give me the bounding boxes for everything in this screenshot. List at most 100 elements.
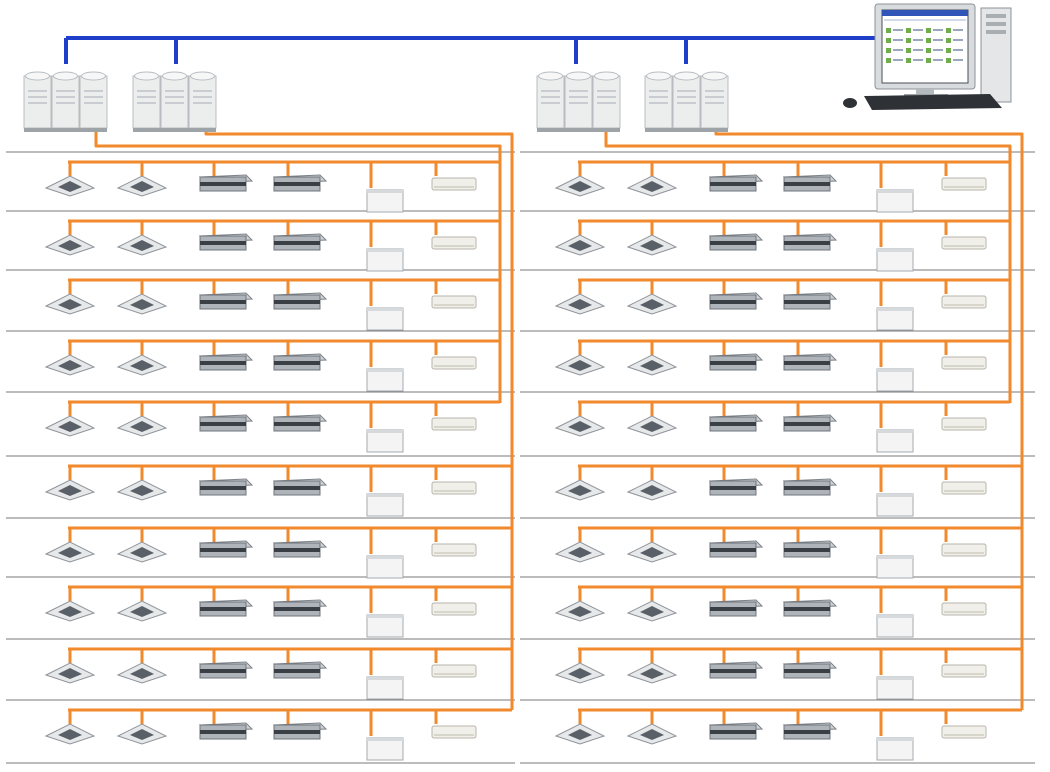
screen-status-text bbox=[953, 29, 963, 31]
cassette-unit-icon bbox=[554, 234, 606, 256]
ducted-unit-icon bbox=[782, 292, 838, 310]
wall-mounted-unit-icon bbox=[941, 417, 987, 431]
central-controller-pc[interactable] bbox=[843, 3, 1012, 110]
refrigerant-pipe bbox=[204, 122, 514, 710]
ducted-unit-icon bbox=[272, 292, 328, 310]
monitor-stand bbox=[916, 89, 934, 95]
wall-unit-body bbox=[431, 481, 477, 495]
cassette-grille bbox=[58, 668, 82, 679]
cassette-grille bbox=[58, 181, 82, 192]
cassette-grille bbox=[568, 547, 592, 558]
wall-mounted-unit-icon bbox=[431, 236, 477, 250]
wall-unit-vent bbox=[944, 245, 984, 247]
floor-lines bbox=[6, 151, 1035, 764]
cassette-unit-icon bbox=[44, 415, 96, 437]
console-body bbox=[876, 307, 914, 331]
fan-top bbox=[81, 71, 106, 81]
screen-title-bar bbox=[882, 10, 968, 16]
cassette-unit-icon bbox=[626, 293, 678, 315]
console-body bbox=[876, 555, 914, 579]
console-body bbox=[876, 248, 914, 272]
wall-unit-vent bbox=[434, 365, 474, 367]
fan-top bbox=[25, 71, 50, 81]
wall-mounted-unit-icon bbox=[941, 177, 987, 191]
ducted-unit-icon bbox=[272, 353, 328, 371]
wall-unit-body bbox=[431, 356, 477, 370]
wall-unit-vent bbox=[944, 304, 984, 306]
desktop-computer-icon[interactable] bbox=[843, 3, 1012, 110]
cassette-grille bbox=[568, 668, 592, 679]
console-body bbox=[366, 307, 404, 331]
cassette-unit-icon bbox=[626, 479, 678, 501]
wall-mounted-unit-icon bbox=[941, 725, 987, 739]
cassette-unit-icon bbox=[44, 234, 96, 256]
floor-standing-unit-icon bbox=[876, 676, 914, 700]
grille-slat bbox=[541, 96, 560, 98]
ducted-unit-icon bbox=[198, 174, 254, 192]
keyboard bbox=[864, 94, 1002, 110]
cassette-grille bbox=[640, 299, 664, 310]
ducted-unit-icon bbox=[272, 414, 328, 432]
wall-unit-vent bbox=[434, 304, 474, 306]
console-top bbox=[877, 615, 913, 618]
ducted-unit-icon bbox=[198, 661, 254, 679]
duct-stripe bbox=[784, 669, 830, 673]
console-body bbox=[366, 368, 404, 392]
wall-mounted-unit-icon bbox=[431, 356, 477, 370]
cassette-grille bbox=[568, 606, 592, 617]
grille-slat bbox=[649, 90, 668, 92]
drive-bay bbox=[986, 30, 1006, 34]
grille-slat bbox=[165, 96, 184, 98]
grille-slat bbox=[677, 90, 696, 92]
grille-slat bbox=[137, 96, 156, 98]
wall-unit-body bbox=[941, 602, 987, 616]
grille-slat bbox=[597, 102, 616, 104]
cassette-unit-icon bbox=[44, 723, 96, 745]
wall-unit-body bbox=[941, 543, 987, 557]
duct-stripe bbox=[200, 669, 246, 673]
wall-mounted-unit-icon bbox=[431, 664, 477, 678]
floor-standing-unit-icon bbox=[366, 368, 404, 392]
screen-status-icon bbox=[906, 28, 911, 33]
console-top bbox=[877, 738, 913, 741]
floor-standing-unit-icon bbox=[366, 555, 404, 579]
screen-status-text bbox=[913, 39, 923, 41]
fan-top bbox=[646, 71, 671, 81]
cassette-unit-icon bbox=[44, 175, 96, 197]
cassette-unit-icon bbox=[554, 600, 606, 622]
duct-stripe bbox=[274, 486, 320, 490]
console-body bbox=[366, 737, 404, 761]
ducted-unit-icon bbox=[782, 174, 838, 192]
screen-status-text bbox=[893, 49, 903, 51]
cassette-grille bbox=[58, 360, 82, 371]
duct-stripe bbox=[274, 361, 320, 365]
grille-slat bbox=[541, 102, 560, 104]
screen-status-icon bbox=[906, 58, 911, 63]
cassette-unit-icon bbox=[626, 234, 678, 256]
cassette-unit-icon bbox=[626, 541, 678, 563]
screen-status-text bbox=[893, 29, 903, 31]
grille-slat bbox=[597, 90, 616, 92]
grille-slat bbox=[705, 102, 724, 104]
cassette-grille bbox=[130, 240, 154, 251]
floor-standing-unit-icon bbox=[366, 737, 404, 761]
cassette-unit-icon bbox=[626, 415, 678, 437]
grille-slat bbox=[705, 96, 724, 98]
refrigerant-pipe bbox=[94, 122, 502, 403]
cassette-unit-icon bbox=[626, 175, 678, 197]
floor-standing-unit-icon bbox=[876, 614, 914, 638]
screen-status-text bbox=[913, 29, 923, 31]
wall-mounted-unit-icon bbox=[941, 543, 987, 557]
grille-slat bbox=[28, 102, 47, 104]
wall-unit-vent bbox=[434, 611, 474, 613]
grille-slat bbox=[28, 96, 47, 98]
duct-stripe bbox=[710, 607, 756, 611]
wall-unit-body bbox=[431, 417, 477, 431]
wall-unit-body bbox=[941, 725, 987, 739]
cassette-grille bbox=[58, 729, 82, 740]
screen-status-text bbox=[893, 59, 903, 61]
wall-unit-body bbox=[941, 236, 987, 250]
wall-unit-vent bbox=[944, 673, 984, 675]
cassette-grille bbox=[130, 421, 154, 432]
outdoor-unit-icon bbox=[536, 71, 621, 132]
